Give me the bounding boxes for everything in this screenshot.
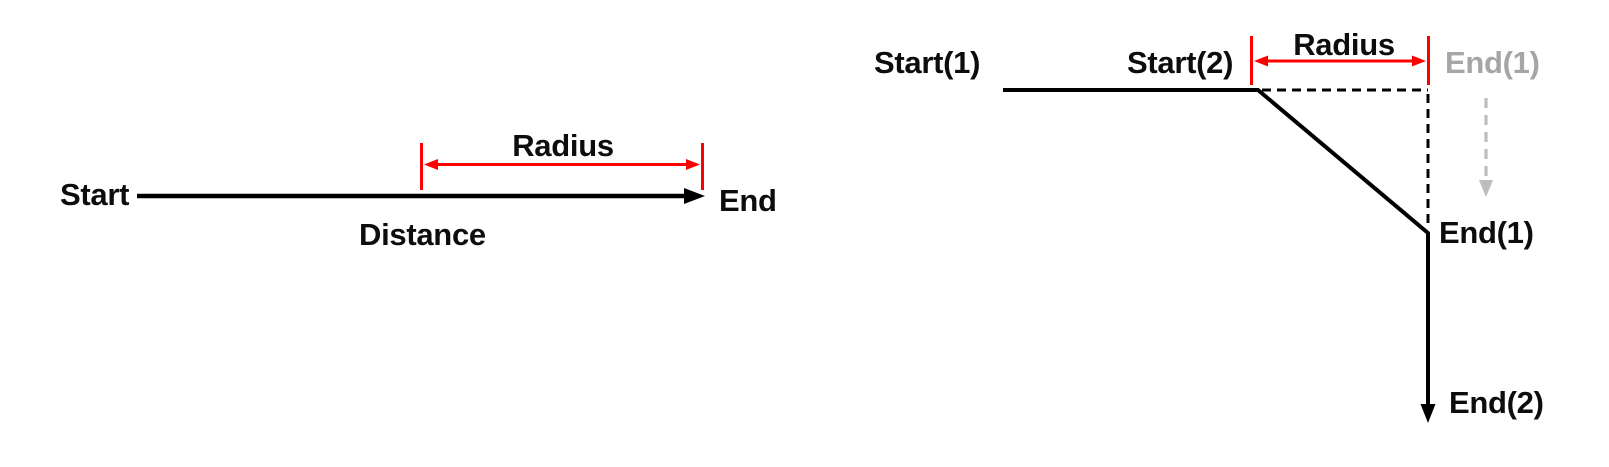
route-path: [1003, 88, 1430, 407]
route-offset-diagram: [1003, 36, 1493, 423]
start2-label: Start(2): [1127, 45, 1234, 80]
radius-label: Radius: [1293, 27, 1395, 62]
end1-ghost-label: End(1): [1445, 45, 1540, 80]
distance-label: Distance: [359, 217, 486, 252]
end-label: End: [719, 183, 777, 218]
radius-dimension-right-arrowhead-icon: [686, 159, 700, 170]
radius-dimension-left-arrowhead-icon: [424, 159, 438, 170]
ghost-drop-arrowhead-icon: [1479, 180, 1493, 197]
radius-dimension-right-arrowhead-icon: [1412, 55, 1426, 67]
end1-label: End(1): [1439, 215, 1534, 250]
start-label: Start: [60, 177, 130, 212]
radius-label: Radius: [512, 128, 614, 163]
end2-label: End(2): [1449, 385, 1544, 420]
radius-dimension-left-arrowhead-icon: [1254, 55, 1268, 67]
start1-label: Start(1): [874, 45, 981, 80]
route-end-arrowhead-icon: [1420, 404, 1436, 423]
distance-arrowhead-icon: [684, 188, 705, 204]
distance-radius-diagram: [137, 143, 705, 204]
